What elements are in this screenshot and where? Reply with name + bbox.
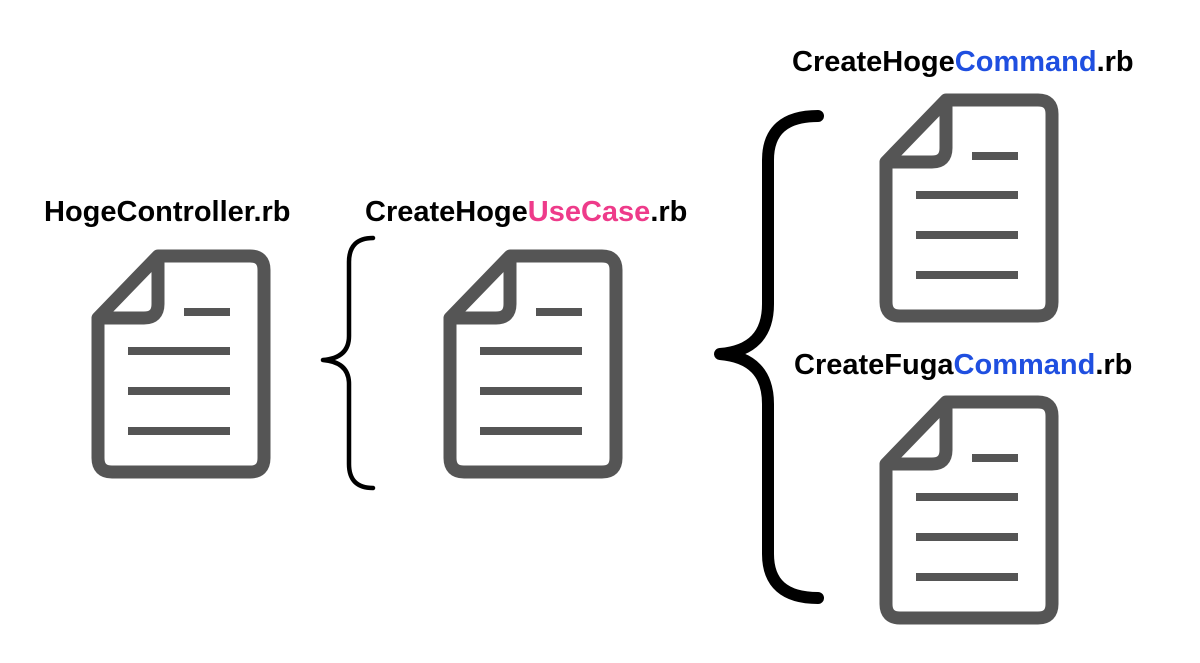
command-curly-brace (714, 110, 824, 604)
usecase-file-prefix: CreateHoge (365, 196, 528, 228)
usecase-file-suffix: .rb (650, 196, 688, 228)
command-hoge-document-icon (879, 93, 1059, 323)
usecase-document-icon (443, 249, 623, 479)
command-fuga-file-highlight: Command (953, 349, 1096, 381)
command-hoge-file-prefix: CreateHoge (792, 46, 955, 78)
command-fuga-document-icon (879, 395, 1059, 625)
command-hoge-file-label: CreateHogeCommand.rb (792, 48, 1134, 77)
controller-document-icon (91, 249, 271, 479)
command-fuga-file-label: CreateFugaCommand.rb (794, 351, 1132, 380)
controller-file-label: HogeController.rb (44, 198, 291, 227)
usecase-file-highlight: UseCase (527, 196, 651, 228)
command-hoge-file-highlight: Command (954, 46, 1097, 78)
controller-file-name: HogeController.rb (44, 196, 291, 228)
usecase-file-label: CreateHogeUseCase.rb (365, 198, 687, 227)
command-hoge-file-suffix: .rb (1096, 46, 1134, 78)
command-fuga-file-suffix: .rb (1095, 349, 1133, 381)
command-fuga-file-prefix: CreateFuga (794, 349, 954, 381)
usecase-curly-brace (320, 235, 376, 491)
